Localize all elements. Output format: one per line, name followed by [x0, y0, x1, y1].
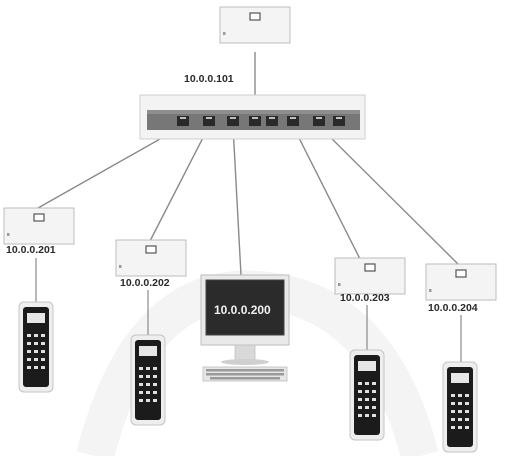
keyboard [202, 366, 288, 382]
cable-to-controller-204 [318, 125, 460, 266]
controller-ip-203: 10.0.0.203 [340, 292, 390, 304]
controller-ip-201: 10.0.0.201 [6, 244, 56, 256]
keypad-reader-202 [130, 334, 166, 426]
controller-panel-201 [3, 207, 75, 245]
controller-panel-202 [115, 239, 187, 277]
keypad-reader-201 [18, 301, 54, 393]
cable-to-pc [232, 125, 242, 276]
monitor-screen [206, 280, 284, 335]
keypad-reader-203 [349, 349, 385, 441]
cable-to-controller-202 [149, 125, 210, 242]
controller-ip-204: 10.0.0.204 [428, 302, 478, 314]
top-controller-ip: 10.0.0.101 [184, 73, 234, 85]
network-cables [37, 52, 460, 276]
pc-ip: 10.0.0.200 [214, 303, 271, 317]
top-controller-panel [219, 6, 291, 44]
controller-panel-204 [425, 263, 497, 301]
cable-to-controller-203 [292, 125, 361, 260]
monitor-base [221, 359, 269, 365]
management-pc [200, 274, 290, 382]
cable-to-controller-201 [37, 125, 184, 209]
controller-panel-203 [334, 257, 406, 295]
controller-ip-202: 10.0.0.202 [120, 277, 170, 289]
keypad-reader-204 [442, 361, 478, 453]
network-switch [139, 94, 366, 140]
switch-ports [177, 116, 345, 126]
monitor-neck [234, 344, 256, 362]
